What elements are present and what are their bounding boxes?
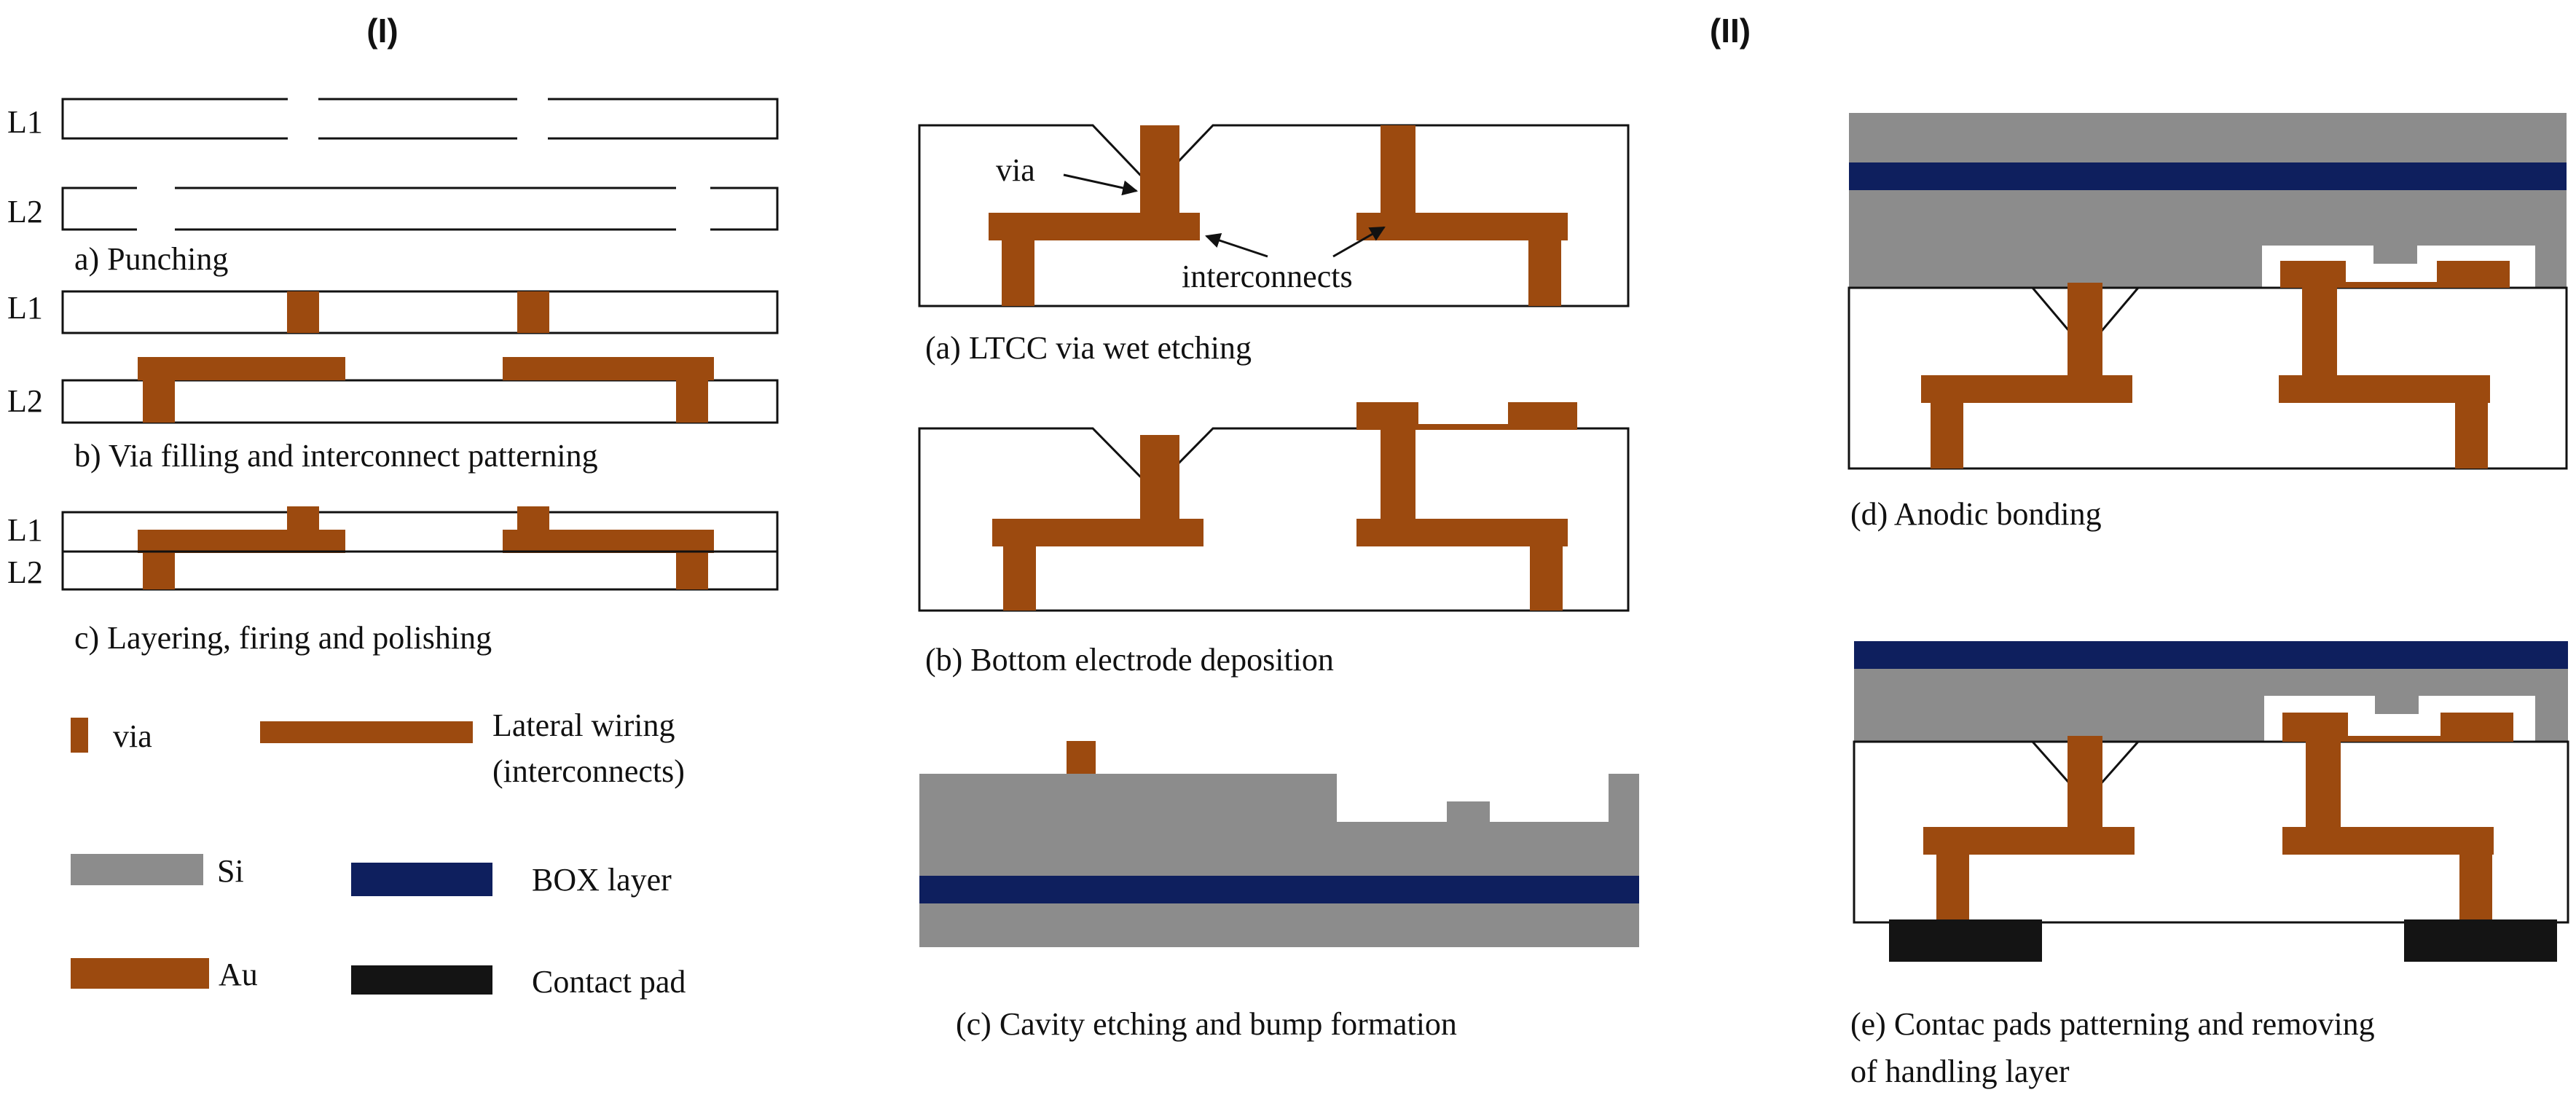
step-ii-e-caption: (e) Contac pads patterning and removing <box>1850 1006 2375 1042</box>
bottom-electrode <box>1508 402 1577 430</box>
bottom-electrode <box>2282 713 2348 742</box>
bottom-electrode <box>2440 713 2513 742</box>
via <box>1931 393 1963 468</box>
via <box>287 291 319 333</box>
via <box>517 291 549 333</box>
bottom-electrode-thin <box>2347 736 2442 742</box>
legend-lateral-label-2: (interconnects) <box>492 753 685 789</box>
l1-sheet <box>61 290 779 334</box>
legend-via-swatch <box>71 718 88 753</box>
interconnect <box>503 357 714 380</box>
step-ii-a-ltcc-via-etching: via interconnects (a) LTCC via wet etchi… <box>918 124 1630 366</box>
bottom-electrode <box>1356 402 1418 430</box>
legend-lateral-label: Lateral wiring <box>492 707 675 743</box>
legend-contact-label: Contact pad <box>532 964 686 1000</box>
layer-label-l1: L1 <box>7 512 43 548</box>
step-b-caption: b) Via filling and interconnect patterni… <box>74 438 598 474</box>
via-arrow <box>1063 173 1139 196</box>
au-bump <box>2068 283 2102 312</box>
legend-box-swatch <box>351 863 492 896</box>
panel-i-heading: (I) <box>366 12 398 50</box>
legend-au-label: Au <box>219 957 258 992</box>
interconnect <box>2282 827 2494 855</box>
via <box>1528 232 1561 306</box>
step-ii-d-caption: (d) Anodic bonding <box>1850 496 2102 532</box>
step-c-layering: L1 L2 c) Layering, firing and polishing <box>7 506 779 656</box>
step-ii-d-anodic-bonding: (d) Anodic bonding <box>1847 113 2568 532</box>
interconnect-arrow-right <box>1332 226 1386 258</box>
legend-au-swatch <box>71 958 209 989</box>
interconnect <box>503 530 714 553</box>
bottom-electrode <box>2437 261 2510 288</box>
l2-sheet <box>61 187 779 231</box>
layer-label-l1: L1 <box>7 104 43 140</box>
via <box>1003 539 1036 611</box>
interconnects-annotation: interconnects <box>1182 259 1353 294</box>
interconnect <box>138 530 345 553</box>
si-wafer <box>919 774 1639 947</box>
box-layer <box>1849 162 2567 190</box>
contact-pad <box>1889 919 2042 962</box>
via <box>1002 232 1034 306</box>
ltcc-substrate <box>918 124 1630 307</box>
via <box>287 506 319 533</box>
via <box>2302 270 2337 386</box>
legend-via-label: via <box>113 718 152 754</box>
via-annotation: via <box>996 152 1035 188</box>
interconnect <box>2279 375 2490 403</box>
bottom-electrode-thin <box>2344 282 2438 288</box>
interconnect <box>138 357 345 380</box>
legend-contact-swatch <box>351 965 492 995</box>
legend-box-label: BOX layer <box>532 862 672 898</box>
via <box>1140 125 1179 220</box>
via <box>517 506 549 533</box>
via <box>143 380 175 423</box>
bottom-electrode <box>2280 261 2346 288</box>
legend-si-label: Si <box>217 853 244 889</box>
via <box>2459 845 2492 922</box>
ltcc-substrate <box>918 427 1630 612</box>
step-ii-b-caption: (b) Bottom electrode deposition <box>925 642 1334 678</box>
via <box>1140 435 1179 530</box>
layer-label-l2: L2 <box>7 554 43 590</box>
via <box>1936 845 1969 922</box>
via <box>2455 393 2488 468</box>
l1-sheet <box>61 98 779 140</box>
step-a-caption: a) Punching <box>74 241 228 277</box>
via <box>143 552 175 589</box>
l2-sheet <box>61 379 779 424</box>
step-ii-c-cavity-etching: (c) Cavity etching and bump formation <box>919 741 1639 1042</box>
step-ii-b-electrode-deposition: (b) Bottom electrode deposition <box>918 402 1630 678</box>
au-bump <box>2068 736 2102 765</box>
legend-lateral-swatch <box>260 721 473 743</box>
legend: via Lateral wiring (interconnects) Si BO… <box>71 707 686 1000</box>
layer-label-l1: L1 <box>7 290 43 326</box>
step-a-punching: L1 L2 a) Punching <box>7 98 779 277</box>
step-ii-e-caption-2: of handling layer <box>1850 1054 2070 1089</box>
via <box>676 552 708 589</box>
au-bump <box>1067 741 1096 774</box>
via <box>1381 125 1415 220</box>
box-layer <box>1854 641 2568 669</box>
via <box>1530 539 1563 611</box>
bottom-electrode-thin <box>1417 424 1510 430</box>
step-ii-a-caption: (a) LTCC via wet etching <box>925 330 1252 366</box>
step-c-caption: c) Layering, firing and polishing <box>74 620 492 656</box>
legend-si-swatch <box>71 854 203 885</box>
step-ii-c-caption: (c) Cavity etching and bump formation <box>956 1006 1457 1042</box>
via <box>676 380 708 423</box>
step-ii-e-contact-pads: (e) Contac pads patterning and removing … <box>1850 641 2569 1089</box>
layer-label-l2: L2 <box>7 194 43 230</box>
contact-pad <box>2404 919 2557 962</box>
step-b-via-filling: L1 L2 b) Via filling and interconnect pa… <box>7 290 779 474</box>
layer-label-l2: L2 <box>7 383 43 419</box>
panel-ii-heading: (II) <box>1710 12 1751 50</box>
interconnect-arrow-left <box>1205 233 1268 258</box>
box-layer <box>919 876 1639 903</box>
